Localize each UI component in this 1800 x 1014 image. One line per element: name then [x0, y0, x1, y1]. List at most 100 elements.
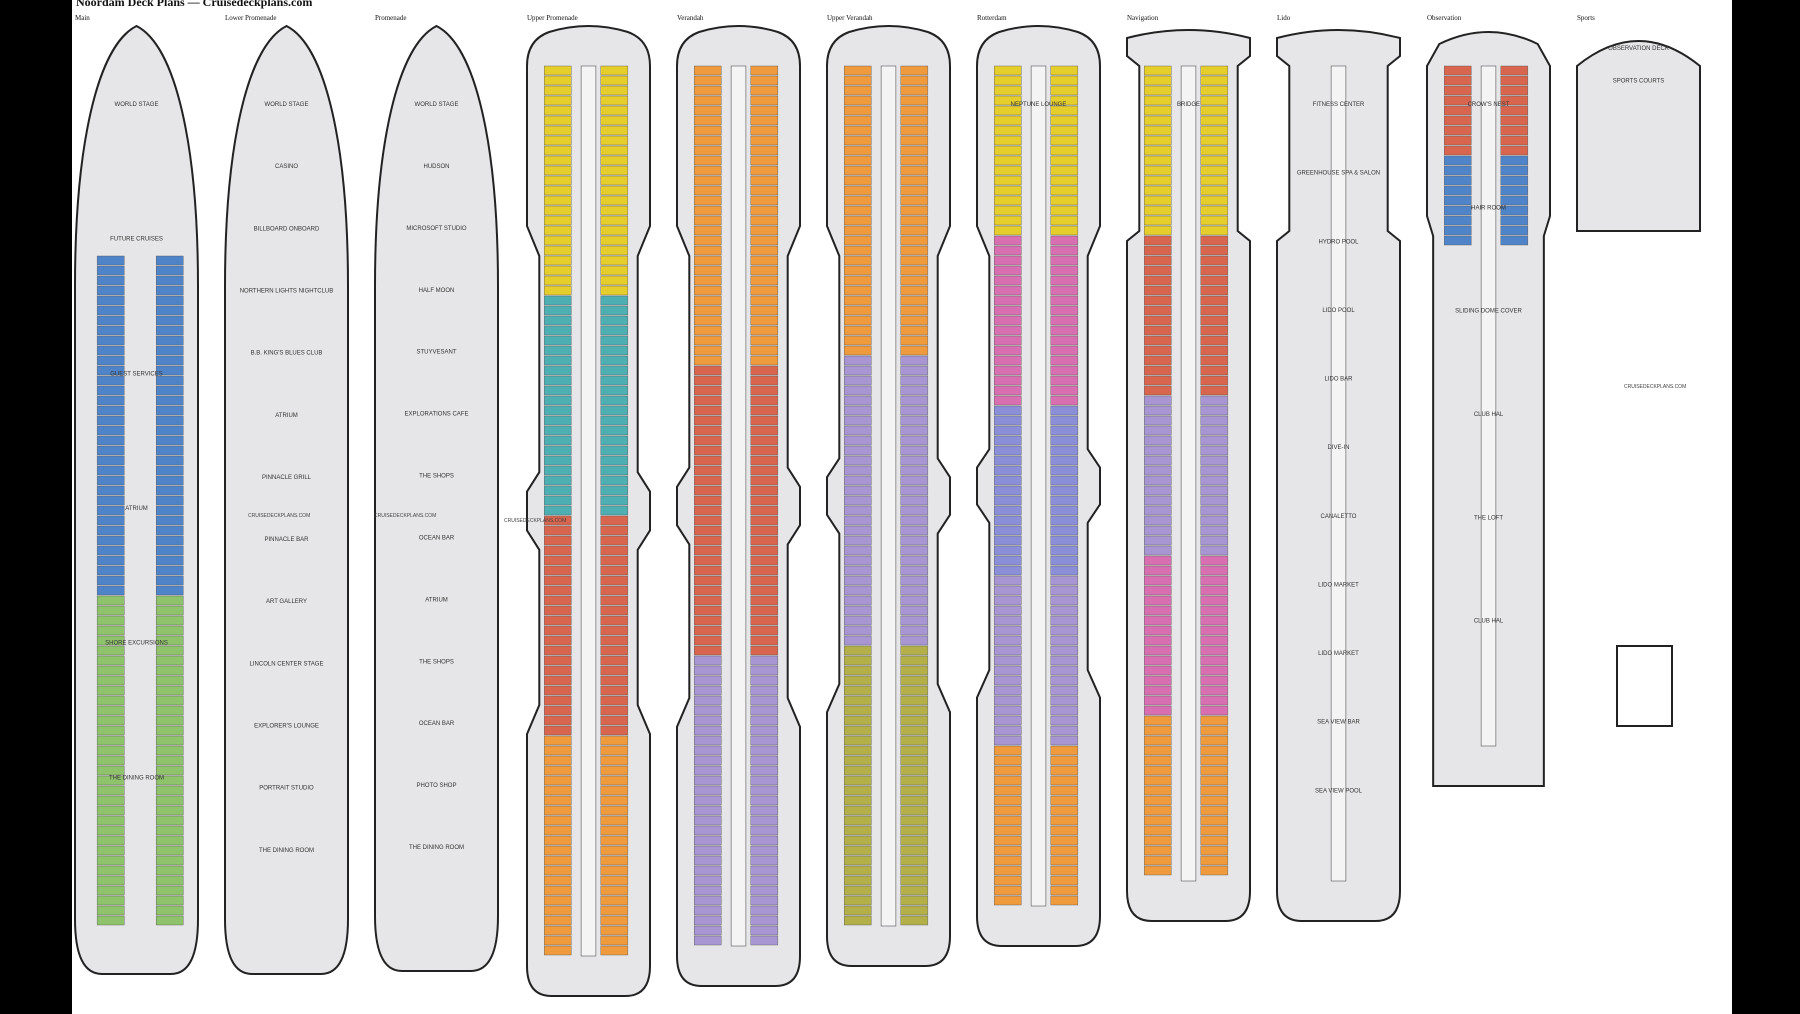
stateroom-starboard: [1050, 345, 1079, 356]
stateroom-port: [544, 545, 572, 556]
stateroom-starboard: [1200, 85, 1229, 96]
stateroom-starboard: [900, 655, 929, 666]
deck-label: Promenade: [375, 14, 407, 22]
stateroom-port: [694, 305, 722, 316]
stateroom-starboard: [600, 755, 629, 766]
stateroom-starboard: [1500, 105, 1529, 116]
stateroom-port: [994, 645, 1022, 656]
stateroom-starboard: [750, 535, 779, 546]
stateroom-port: [544, 705, 572, 716]
stateroom-starboard: [600, 655, 629, 666]
stateroom-port: [96, 535, 125, 546]
stateroom-starboard: [155, 745, 184, 756]
stateroom-starboard: [750, 255, 779, 266]
deck-plan-sheet: Noordam Deck Plans — Cruisedeckplans.com…: [72, 0, 1732, 1014]
stateroom-port: [544, 775, 572, 786]
stateroom-starboard: [750, 835, 779, 846]
stateroom-port: [96, 605, 125, 616]
stateroom-starboard: [750, 105, 779, 116]
stateroom-port: [994, 85, 1022, 96]
stateroom-port: [96, 665, 125, 676]
stateroom-starboard: [750, 335, 779, 346]
stateroom-starboard: [750, 515, 779, 526]
stateroom-port: [96, 785, 125, 796]
stateroom-starboard: [155, 605, 184, 616]
stateroom-starboard: [1050, 485, 1079, 496]
stateroom-starboard: [1050, 605, 1079, 616]
stateroom-starboard: [750, 855, 779, 866]
stateroom-starboard: [155, 395, 184, 406]
stateroom-starboard: [1200, 195, 1229, 206]
stateroom-starboard: [155, 295, 184, 306]
stateroom-starboard: [900, 715, 929, 726]
stateroom-port: [994, 895, 1022, 906]
stateroom-starboard: [750, 795, 779, 806]
stateroom-port: [544, 285, 572, 296]
stateroom-port: [694, 515, 722, 526]
stateroom-starboard: [900, 735, 929, 746]
stateroom-starboard: [1200, 745, 1229, 756]
stateroom-port: [694, 465, 722, 476]
corridor: [1180, 65, 1197, 882]
stateroom-port: [694, 415, 722, 426]
stateroom-starboard: [1050, 685, 1079, 696]
stateroom-port: [96, 635, 125, 646]
stateroom-starboard: [1200, 565, 1229, 576]
stateroom-port: [694, 765, 722, 776]
stateroom-starboard: [750, 765, 779, 776]
stateroom-port: [994, 875, 1022, 886]
stateroom-starboard: [750, 575, 779, 586]
stateroom-port: [694, 235, 722, 246]
stateroom-port: [96, 565, 125, 576]
stateroom-starboard: [1050, 265, 1079, 276]
stateroom-starboard: [750, 695, 779, 706]
stateroom-port: [994, 255, 1022, 266]
stateroom-port: [96, 305, 125, 316]
stateroom-port: [694, 485, 722, 496]
stateroom-starboard: [750, 885, 779, 896]
stateroom-starboard: [1500, 225, 1529, 236]
stateroom-port: [844, 545, 872, 556]
stateroom-starboard: [600, 695, 629, 706]
stateroom-starboard: [750, 165, 779, 176]
stateroom-starboard: [900, 195, 929, 206]
stateroom-starboard: [1500, 205, 1529, 216]
stateroom-starboard: [900, 365, 929, 376]
stateroom-port: [994, 705, 1022, 716]
stateroom-starboard: [1050, 705, 1079, 716]
stateroom-port: [1144, 345, 1172, 356]
stateroom-port: [544, 255, 572, 266]
stateroom-port: [994, 525, 1022, 536]
stateroom-port: [994, 595, 1022, 606]
stateroom-port: [844, 75, 872, 86]
stateroom-starboard: [750, 455, 779, 466]
stateroom-port: [694, 785, 722, 796]
stateroom-starboard: [1200, 555, 1229, 566]
stateroom-starboard: [1050, 415, 1079, 426]
stateroom-port: [96, 505, 125, 516]
stateroom-starboard: [1050, 895, 1079, 906]
stateroom-starboard: [600, 645, 629, 656]
stateroom-port: [1144, 735, 1172, 746]
stateroom-starboard: [600, 75, 629, 86]
stateroom-port: [544, 275, 572, 286]
stateroom-starboard: [600, 415, 629, 426]
page-title: Noordam Deck Plans — Cruisedeckplans.com: [76, 0, 313, 9]
watermark: CRUISEDECKPLANS.COM: [248, 513, 311, 519]
stateroom-port: [1144, 555, 1172, 566]
stateroom-port: [844, 225, 872, 236]
venue-label: CASINO: [275, 164, 298, 170]
stateroom-port: [1144, 135, 1172, 146]
stateroom-port: [694, 405, 722, 416]
stateroom-starboard: [900, 915, 929, 926]
stateroom-starboard: [900, 185, 929, 196]
stateroom-starboard: [1050, 785, 1079, 796]
watermark: CRUISEDECKPLANS.COM: [504, 518, 567, 524]
stateroom-port: [96, 915, 125, 926]
venue-label: SEA VIEW BAR: [1317, 720, 1360, 726]
stateroom-port: [844, 145, 872, 156]
stateroom-port: [96, 365, 125, 376]
stateroom-port: [1144, 695, 1172, 706]
stateroom-starboard: [900, 345, 929, 356]
stateroom-port: [994, 765, 1022, 776]
